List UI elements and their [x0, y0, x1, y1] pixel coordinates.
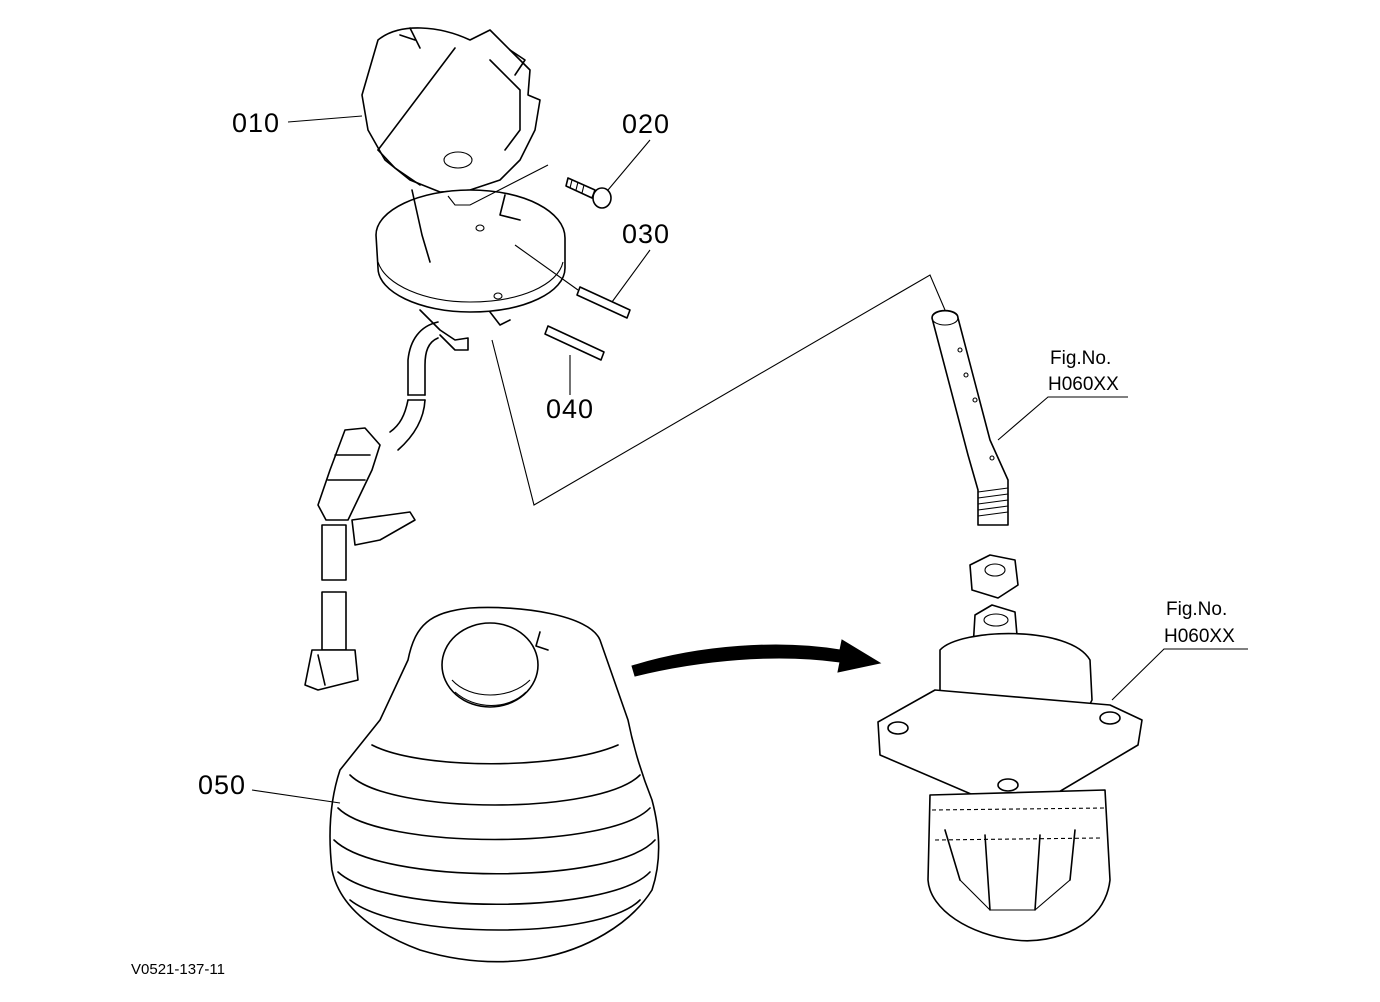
leader-050	[251, 789, 341, 804]
leader-fig-2	[1111, 648, 1248, 701]
part-020-screw	[565, 177, 612, 209]
fig-ref-1-line1: Fig.No.	[1050, 348, 1111, 369]
part-010-grip-handle	[361, 27, 541, 193]
part-label-040: 040	[546, 394, 594, 424]
part-030-pin	[514, 244, 631, 319]
fig-ref-2-line2: H060XX	[1164, 626, 1235, 647]
assembly-guide-line	[491, 274, 946, 506]
handle-base-plate	[375, 164, 566, 351]
control-valve-assembly	[877, 604, 1143, 942]
leader-lines	[251, 115, 1248, 804]
leader-020	[607, 139, 651, 191]
leader-030	[611, 249, 651, 303]
fig-ref-2-line1: Fig.No.	[1166, 599, 1227, 620]
drawing-code: V0521-137-11	[131, 961, 225, 978]
part-label-020: 020	[622, 109, 670, 139]
part-050-rubber-boot	[329, 606, 660, 963]
part-label-030: 030	[622, 219, 670, 249]
lever-shaft	[931, 309, 1009, 526]
leader-010	[287, 115, 363, 123]
direction-arrow	[631, 639, 882, 677]
lever-cable	[304, 321, 439, 691]
fig-ref-1-line2: H060XX	[1048, 374, 1119, 395]
hex-nut	[969, 554, 1019, 599]
leader-fig-1	[997, 396, 1128, 441]
part-label-010: 010	[232, 108, 280, 138]
part-040-pin	[544, 325, 605, 361]
part-label-050: 050	[198, 770, 246, 800]
